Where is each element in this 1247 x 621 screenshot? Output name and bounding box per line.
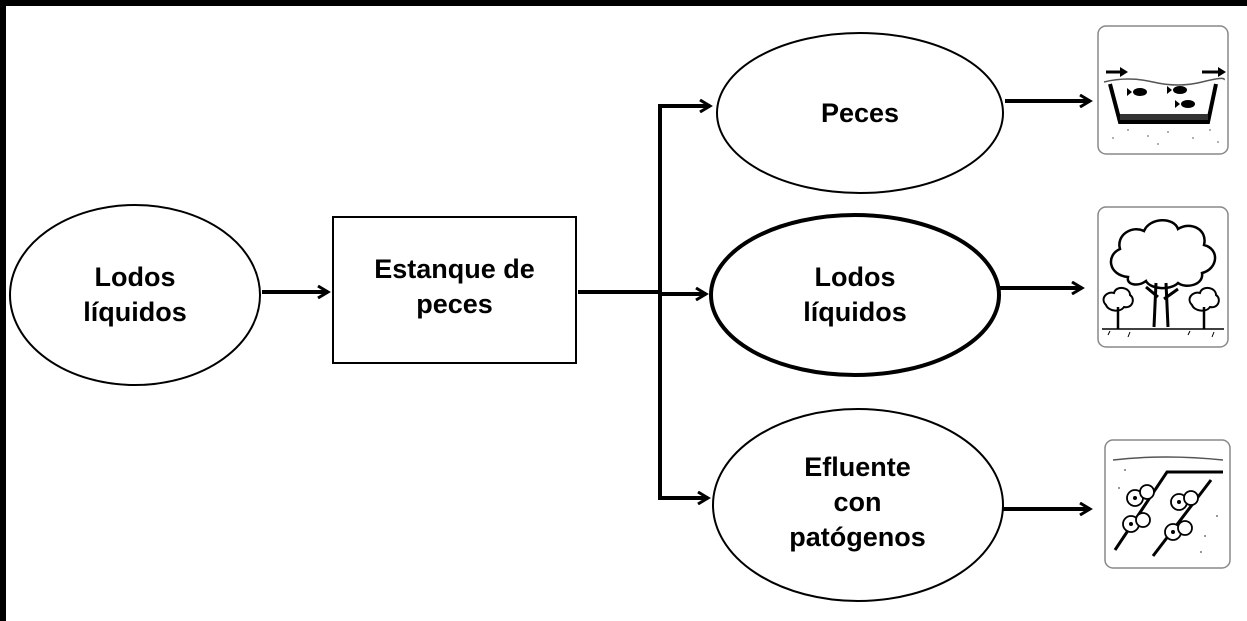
fish-label: Peces xyxy=(820,97,900,128)
frame-left-border xyxy=(0,0,6,621)
frame-top-border xyxy=(0,0,1247,6)
pond-box xyxy=(332,216,577,364)
fish-ellipse xyxy=(716,32,1004,194)
pond-label: Estanque de peces xyxy=(374,254,535,319)
source-label: Lodos líquidos xyxy=(83,262,187,327)
trees-icon xyxy=(1097,206,1229,348)
sludge-ellipse xyxy=(709,213,1001,377)
effluent-ellipse xyxy=(712,408,1004,602)
sludge-label: Lodos líquidos xyxy=(803,262,907,327)
effluent-label: Efluente con patógenos xyxy=(789,452,926,552)
irrigated-field-icon xyxy=(1104,439,1231,569)
fish-pond-icon xyxy=(1097,25,1229,155)
source-ellipse xyxy=(9,204,261,386)
